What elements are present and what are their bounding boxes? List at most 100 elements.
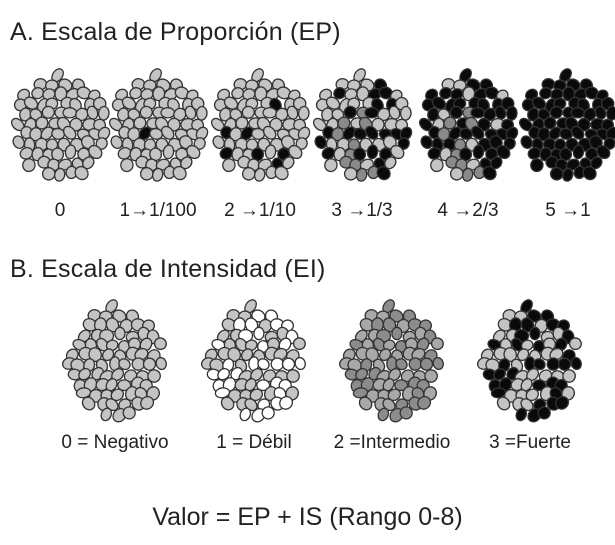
cell [278,395,293,410]
cell [595,144,610,159]
cell [119,157,134,172]
cell [292,336,306,350]
cell [250,146,264,161]
cell [410,347,425,361]
cell [419,357,433,371]
cell [172,165,187,180]
cell [531,378,546,391]
cell [376,165,391,180]
cell [470,125,484,140]
proportion-cluster-5 [518,67,615,182]
cell [394,357,408,370]
cell [41,105,55,119]
cell [393,378,408,391]
proportion-cluster-1 [108,67,208,182]
cell [285,368,300,383]
cell [548,347,563,361]
cell [62,125,76,140]
cell [364,125,378,140]
cell [538,86,552,99]
cell [151,167,163,182]
cell [252,326,265,340]
cell [416,395,431,410]
cell [582,165,597,180]
cell [256,357,270,370]
cell [449,105,463,119]
cell [557,357,571,371]
cell [376,407,389,421]
cell [431,96,446,110]
cell [68,117,83,132]
cell [355,167,367,182]
intensity-label-3: 3 =Fuerte [489,432,571,453]
cell [241,105,255,119]
proportion-cluster-4 [418,67,518,182]
cell [30,86,44,99]
cell [332,86,346,99]
proportion-label-2: 2 →1/10 [224,200,296,221]
cell [286,105,298,120]
cell [160,125,174,140]
cell [255,378,270,391]
intensity-label-2: 2 =Intermedio [333,432,451,453]
cell [549,105,563,119]
cell [74,165,89,180]
cell [64,143,76,159]
cell [358,396,372,410]
cell [343,105,357,119]
cell [514,407,527,421]
cell [261,106,277,119]
cell [238,407,251,421]
cell [399,405,413,420]
cell [117,357,131,370]
cell [528,326,541,340]
cell [131,356,145,371]
cell [572,143,584,159]
proportion-label-5: 5 →1 [545,200,591,221]
score-formula: Valor = EP + IS (Rango 0-8) [152,503,463,531]
cell [166,117,181,132]
cell [495,144,510,159]
proportion-cluster-3 [312,67,412,182]
cell [244,339,258,351]
cell [313,134,327,149]
intensity-cluster-1 [200,298,306,422]
cell [561,167,573,182]
cell [268,117,283,132]
cell [570,125,584,140]
cell [431,356,444,370]
cell [139,105,153,119]
proportion-label-3: 3 →1/3 [331,200,393,221]
cell [274,165,289,180]
cell [281,357,295,371]
cell [519,134,533,149]
cell [423,368,438,383]
cell [105,339,119,351]
cell [408,356,422,371]
cell [121,96,136,110]
cell [264,143,276,159]
cell [370,117,385,132]
cell [366,143,378,159]
cell [146,368,161,383]
intensity-scale-title: B. Escala de Intensidad (EI) [10,255,326,283]
cell [382,339,396,351]
cell [430,336,444,350]
intensity-label-0: 0 = Negativo [61,432,169,453]
cell [128,86,142,99]
cell [148,146,162,161]
intensity-cluster-2 [338,298,444,422]
cell [561,368,576,383]
cell [496,396,510,410]
cell [476,117,491,132]
cell [352,146,366,161]
cell [458,146,472,161]
cell [87,144,102,159]
intensity-cluster-3 [476,298,582,422]
cell [270,356,284,371]
cell [525,387,539,401]
cell [110,387,124,401]
cell [249,387,263,401]
cell [154,356,167,370]
cell [469,106,485,119]
